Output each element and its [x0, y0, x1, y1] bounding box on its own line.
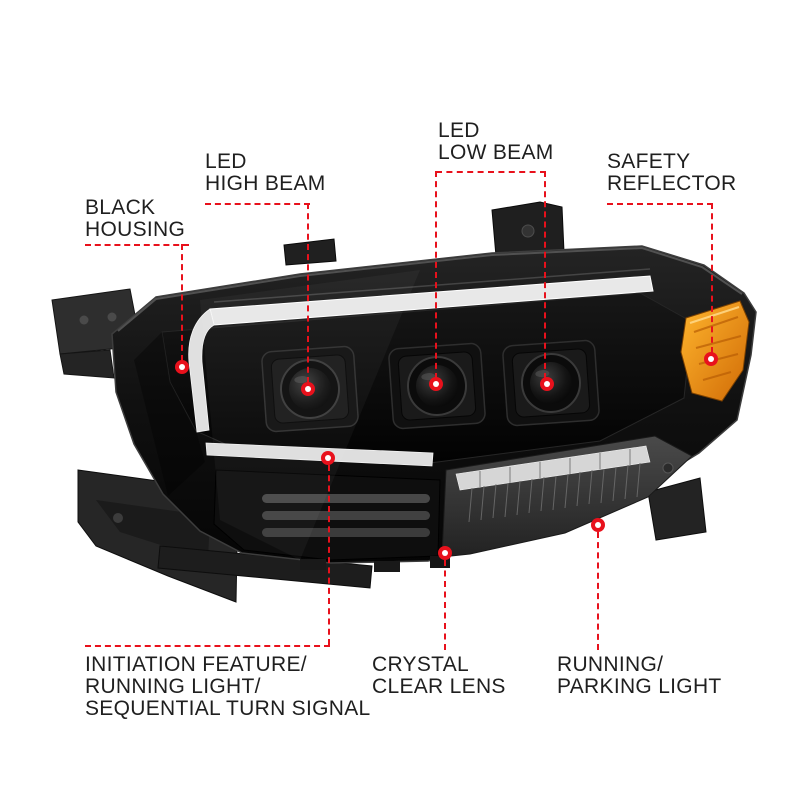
leader-line-crystal-clear-lens	[444, 560, 446, 650]
callout-text: LED	[205, 150, 247, 173]
callout-text: LED	[438, 119, 480, 142]
callout-dot-led-low-beam-1	[429, 377, 443, 391]
leader-line-initiation-feature	[85, 645, 330, 647]
callout-dot-black-housing	[175, 360, 189, 374]
callout-text: RUNNING/	[557, 653, 664, 676]
vent-grille	[213, 469, 441, 561]
callout-dot-safety-reflector	[704, 352, 718, 366]
callout-text: CRYSTAL	[372, 653, 470, 676]
callout-label-running-parking-light: RUNNING/ PARKING LIGHT	[557, 654, 722, 698]
callout-text: HOUSING	[85, 218, 186, 241]
callout-label-black-housing: BLACK HOUSING	[85, 197, 185, 241]
leader-line-led-low-beam	[436, 171, 546, 173]
leader-line-initiation-feature	[328, 465, 330, 645]
clear-lens-lower	[441, 435, 693, 558]
callout-dot-crystal-clear-lens	[438, 546, 452, 560]
callout-label-safety-reflector: SAFETY REFLECTOR	[607, 151, 737, 195]
callout-label-initiation-feature: INITIATION FEATURE/ RUNNING LIGHT/ SEQUE…	[85, 654, 371, 720]
callout-dot-led-high-beam	[301, 382, 315, 396]
callout-label-led-low-beam: LED LOW BEAM	[438, 120, 554, 164]
leader-line-running-parking-light	[597, 532, 599, 650]
leader-line-led-high-beam	[307, 203, 309, 383]
callout-text: HIGH BEAM	[205, 172, 326, 195]
leader-line-led-low-beam	[544, 171, 546, 379]
callout-dot-running-parking-light	[591, 518, 605, 532]
callout-dot-led-low-beam-2	[540, 377, 554, 391]
lens-flutes	[468, 462, 641, 523]
amber-side-reflector	[680, 300, 750, 402]
callout-text: PARKING LIGHT	[557, 675, 722, 698]
callout-text: LOW BEAM	[438, 141, 554, 164]
leader-line-led-low-beam	[435, 171, 437, 379]
callout-text: BLACK	[85, 196, 156, 219]
leader-line-black-housing	[181, 244, 183, 361]
callout-label-led-high-beam: LED HIGH BEAM	[205, 151, 326, 195]
callout-label-crystal-clear-lens: CRYSTAL CLEAR LENS	[372, 654, 506, 698]
callout-text: SAFETY	[607, 150, 691, 173]
mount-brackets	[51, 201, 707, 603]
callout-text: CLEAR LENS	[372, 675, 506, 698]
drl-light-bar	[188, 275, 654, 467]
leader-line-black-housing	[85, 244, 189, 246]
callout-text: INITIATION FEATURE/	[85, 653, 307, 676]
callout-dot-initiation-feature	[321, 451, 335, 465]
leader-line-safety-reflector	[607, 203, 713, 205]
running-light-strip	[455, 445, 651, 491]
lens-glare	[200, 270, 420, 560]
leader-line-safety-reflector	[711, 203, 713, 353]
callout-text: SEQUENTIAL TURN SIGNAL	[85, 697, 371, 720]
leader-line-led-high-beam	[205, 203, 310, 205]
callout-text: REFLECTOR	[607, 172, 737, 195]
callout-text: RUNNING LIGHT/	[85, 675, 261, 698]
